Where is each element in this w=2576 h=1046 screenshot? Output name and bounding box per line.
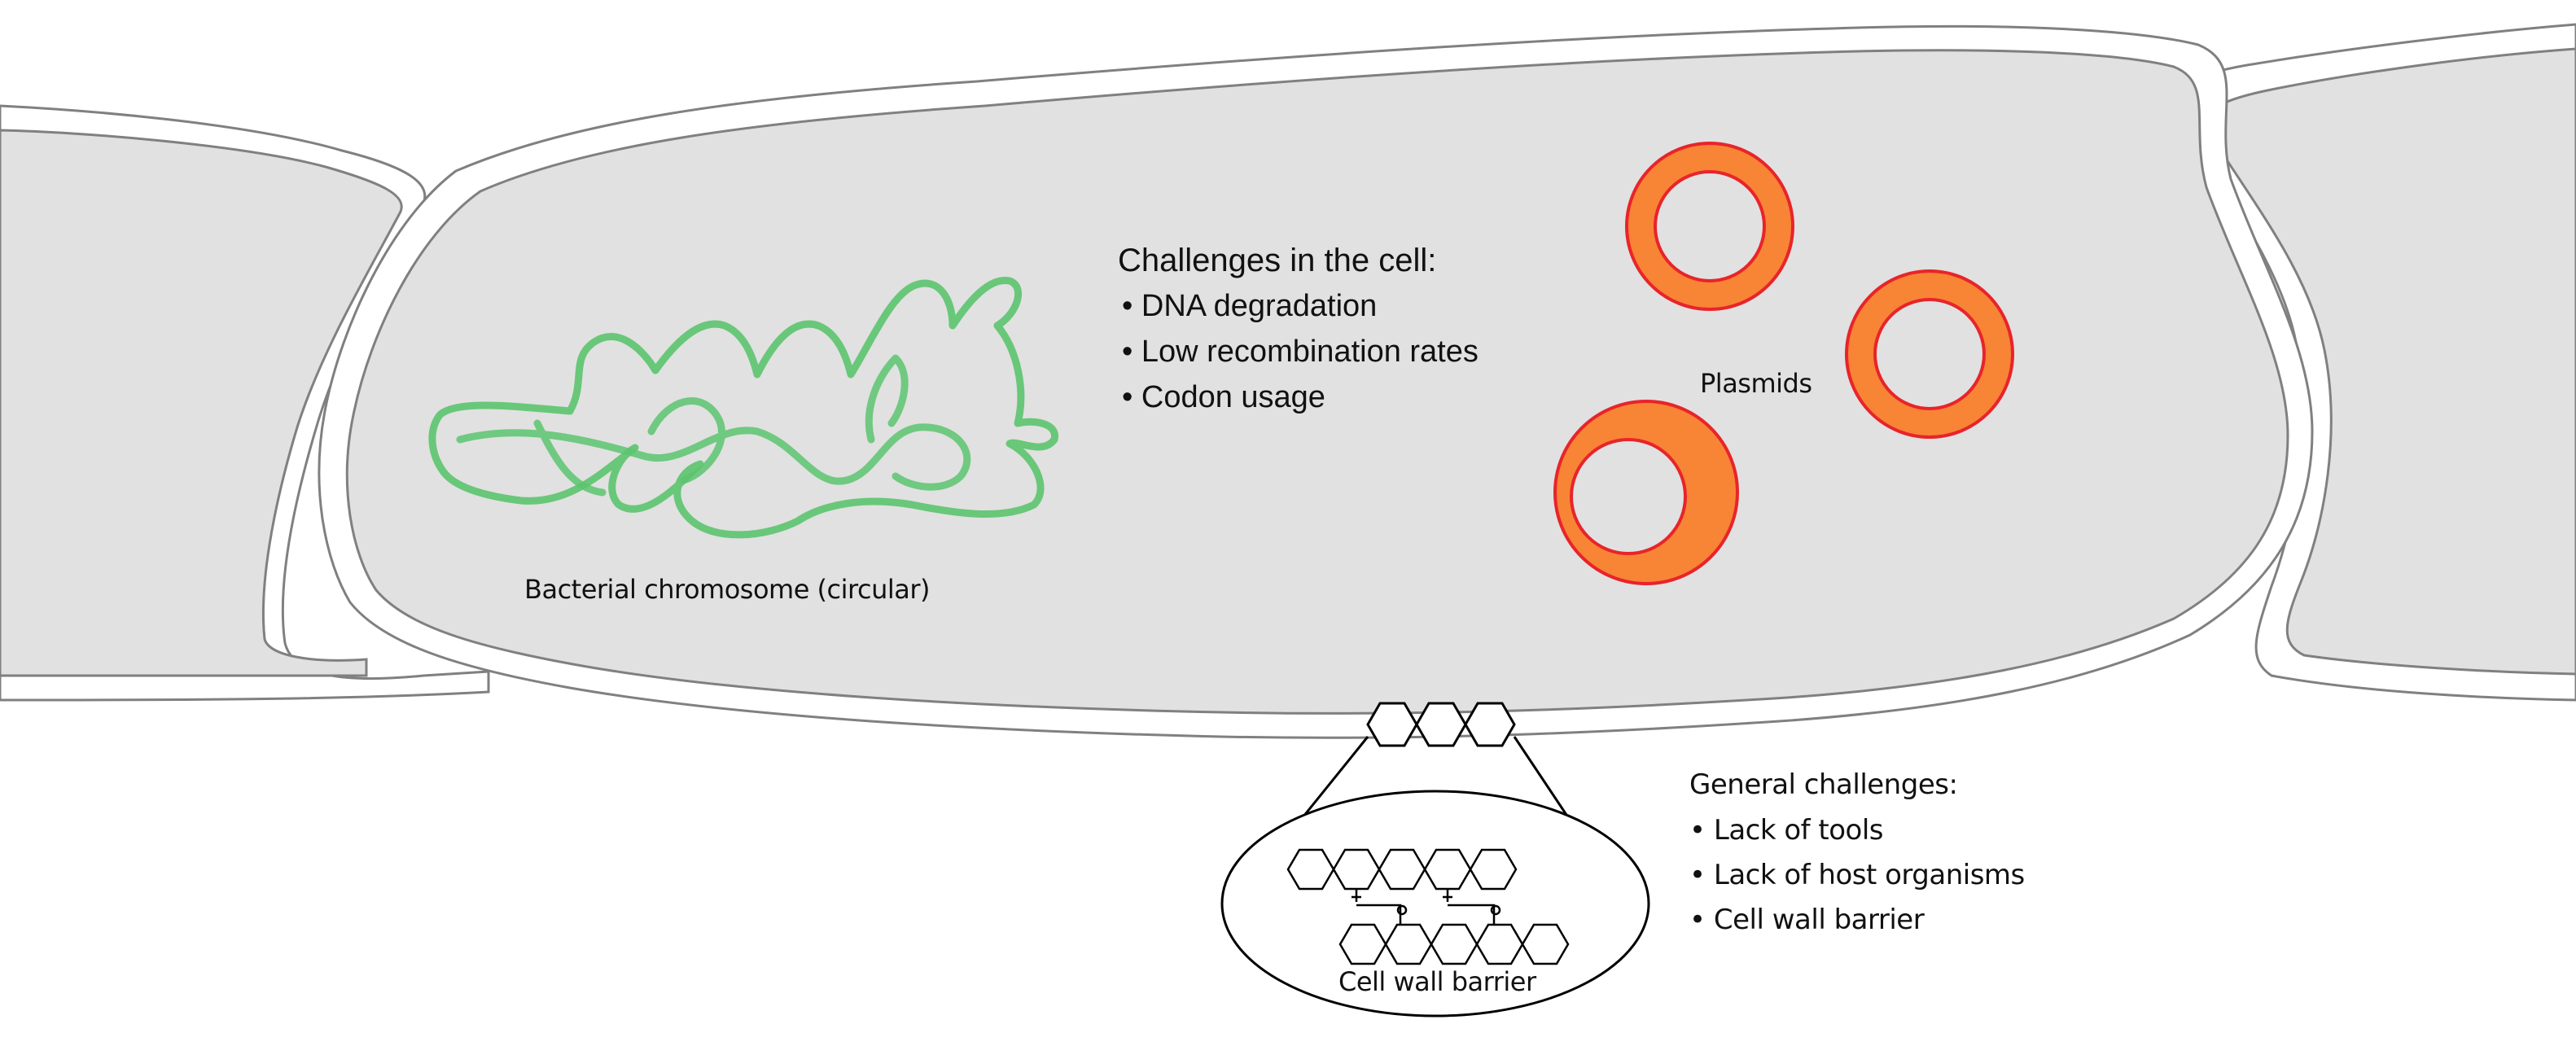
cell-challenge-item: • Codon usage	[1122, 382, 1325, 413]
general-challenge-text: Lack of host organisms	[1713, 859, 2025, 891]
plasmid-3	[1553, 400, 1739, 585]
cell-challenge-item: • DNA degradation	[1122, 291, 1377, 322]
bullet: •	[1122, 380, 1133, 414]
peptidoglycan-crosslinks	[1352, 889, 1501, 925]
general-challenge-item: • Cell wall barrier	[1689, 904, 1925, 936]
cell-wall-hexagons	[1366, 702, 1516, 747]
cell-challenge-text: Codon usage	[1141, 380, 1325, 414]
cell-challenge-text: DNA degradation	[1141, 289, 1378, 323]
cell-wall-label: Cell wall barrier	[1338, 966, 1536, 997]
cell-challenge-text: Low recombination rates	[1141, 335, 1479, 369]
general-challenge-item: • Lack of tools	[1689, 814, 1884, 847]
general-challenges-title: General challenges:	[1689, 768, 1958, 801]
plasmid-2	[1845, 269, 2014, 439]
bullet: •	[1122, 289, 1133, 323]
chromosome-label: Bacterial chromosome (circular)	[524, 574, 930, 605]
plasmid-1	[1625, 142, 1794, 311]
chromosome-inner-strand	[456, 354, 971, 497]
chromosome-loop	[428, 276, 1058, 539]
plasmids-label: Plasmids	[1700, 368, 1812, 399]
bullet: •	[1689, 859, 1706, 891]
peptidoglycan-top-chain	[1286, 848, 1518, 891]
general-challenge-text: Cell wall barrier	[1713, 904, 1925, 936]
main-cell-cytoplasm	[345, 49, 2289, 715]
peptidoglycan-bottom-chain	[1338, 923, 1570, 965]
bullet: •	[1689, 904, 1706, 936]
bullet: •	[1689, 814, 1706, 847]
bullet: •	[1122, 335, 1133, 369]
cell-challenges-title: Challenges in the cell:	[1118, 243, 1437, 278]
general-challenge-text: Lack of tools	[1713, 814, 1884, 847]
general-challenge-item: • Lack of host organisms	[1689, 861, 2025, 889]
cell-challenge-item: • Low recombination rates	[1122, 336, 1479, 367]
right-neighbor-cell	[2173, 23, 2576, 702]
left-neighbor-cell	[0, 104, 490, 702]
